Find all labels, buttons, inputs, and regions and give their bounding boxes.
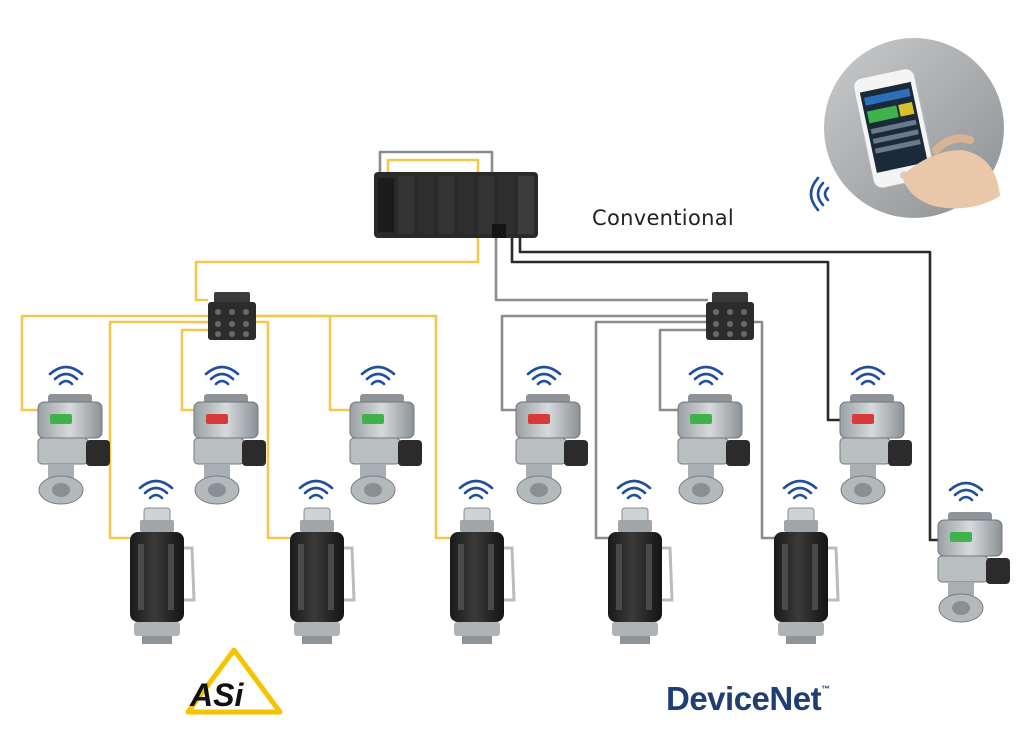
wireless-signal-icon — [688, 365, 724, 386]
wireless-signal-icon — [360, 365, 396, 386]
wireless-signal-icon — [616, 479, 652, 500]
asi-actuator-3 — [349, 365, 423, 505]
devicenet-cylinder-1 — [606, 479, 674, 646]
devicenet-logo: DeviceNet™ — [666, 680, 830, 718]
conventional-actuator-2 — [937, 481, 1011, 623]
asi-logo-text: ASi — [189, 677, 244, 713]
wireless-signal-icon — [298, 479, 334, 500]
devicenet-actuator-1 — [515, 365, 589, 505]
asi-actuator-2 — [193, 365, 267, 505]
devicenet-junction-box — [706, 292, 754, 340]
wireless-signal-icon — [948, 481, 984, 502]
wireless-signal-icon — [526, 365, 562, 386]
conventional-label: Conventional — [592, 206, 735, 230]
devicenet-logo-text: DeviceNet — [666, 680, 822, 717]
conventional-actuator-1 — [839, 365, 913, 505]
asi-network-cables — [20, 158, 480, 540]
wireless-signal-icon — [809, 176, 830, 212]
wireless-signal-icon — [458, 479, 494, 500]
devicenet-cylinder-2 — [772, 479, 840, 646]
devicenet-actuator-2 — [677, 365, 751, 505]
wireless-signal-icon — [850, 365, 886, 386]
wireless-signal-icon — [138, 479, 174, 500]
smartphone-app — [809, 38, 1004, 218]
wireless-signal-icon — [48, 365, 84, 386]
asi-junction-box — [208, 292, 256, 340]
wireless-signal-icon — [204, 365, 240, 386]
asi-cylinder-1 — [128, 479, 196, 646]
asi-actuator-1 — [37, 365, 111, 505]
trademark-mark: ™ — [821, 684, 830, 694]
asi-logo: ASi — [185, 647, 283, 715]
wireless-signal-icon — [782, 479, 818, 500]
conventional-cables — [510, 228, 942, 542]
plc-controller — [374, 172, 538, 238]
asi-cylinder-3 — [448, 479, 516, 646]
asi-cylinder-2 — [288, 479, 356, 646]
